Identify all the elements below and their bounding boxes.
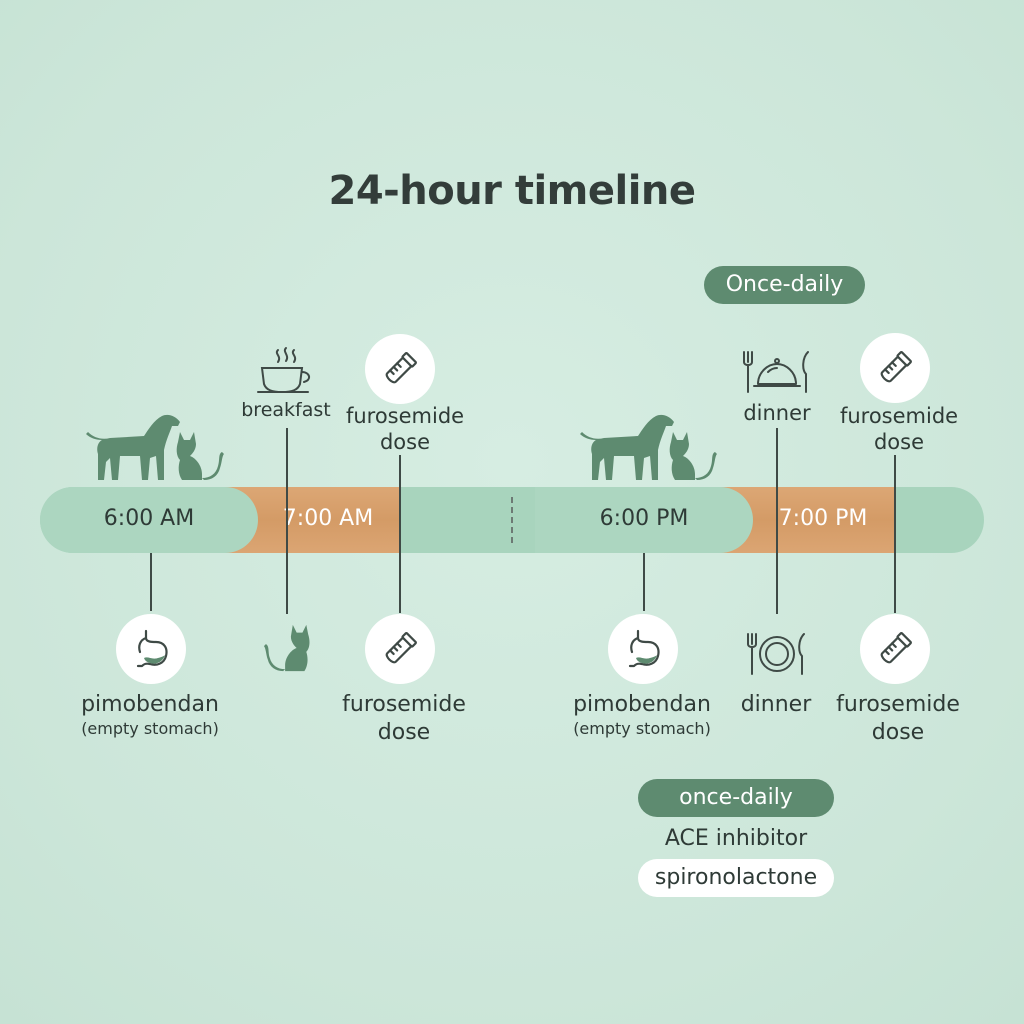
cat-icon [669,432,717,480]
cat-icon [176,432,224,480]
plate-icon [747,633,805,675]
pimobendan-pm-note: (empty stomach) [573,719,711,738]
page-title: 24-hour timeline [328,168,696,214]
furosemide-am-label-bottom: furosemide dose [342,692,466,745]
furosemide-am-label-top: furosemide dose [345,404,465,454]
spironolactone-label: spironolactone [638,859,834,897]
pimobendan-am-name: pimobendan [81,692,219,717]
time-6pm: 6:00 PM [535,487,753,553]
stomach-circle-pm [608,614,678,684]
time-7am: 7:00 AM [282,506,374,531]
vial-circle-pm-bottom [860,614,930,684]
connector-furosemide-am [399,455,401,613]
cloche-icon [743,351,809,393]
connector-furosemide-pm [894,455,896,613]
ace-inhibitor-label: ACE inhibitor [664,826,808,851]
cat-icon [263,624,310,672]
stomach-circle-am [116,614,186,684]
furosemide-pm-label-top: furosemide dose [839,404,959,454]
connector-pimo-am [150,553,152,611]
pill-vial-icon [385,352,417,384]
dog-icon [86,414,180,480]
once-daily-badge-top: Once-daily [704,266,865,304]
vial-circle-pm-top [860,333,930,403]
dinner-label-top: dinner [743,401,811,425]
pimobendan-am-label: pimobendan (empty stomach) [55,691,245,739]
pill-vial-icon [880,632,912,664]
coffee-cup-icon [257,347,310,394]
pill-vial-icon [385,632,417,664]
dog-icon [580,414,674,480]
pimobendan-pm-label: pimobendan (empty stomach) [547,691,737,739]
breakfast-label-top: breakfast [241,399,331,421]
connector-breakfast [286,428,288,614]
vial-circle-am-bottom [365,614,435,684]
time-7pm: 7:00 PM [778,506,868,531]
pimobendan-am-note: (empty stomach) [81,719,219,738]
stomach-icon [136,629,168,668]
connector-dinner [776,428,778,614]
furosemide-pm-label-bottom: furosemide dose [836,692,960,745]
time-6am: 6:00 AM [40,487,258,553]
dinner-label-bottom: dinner [740,692,812,717]
vial-circle-am-top [365,334,435,404]
once-daily-badge-bottom: once-daily [638,779,834,817]
pill-vial-icon [880,351,912,383]
pimobendan-pm-name: pimobendan [573,692,711,717]
stomach-icon [628,629,660,668]
connector-pimo-pm [643,553,645,611]
midpoint-divider [511,497,513,543]
